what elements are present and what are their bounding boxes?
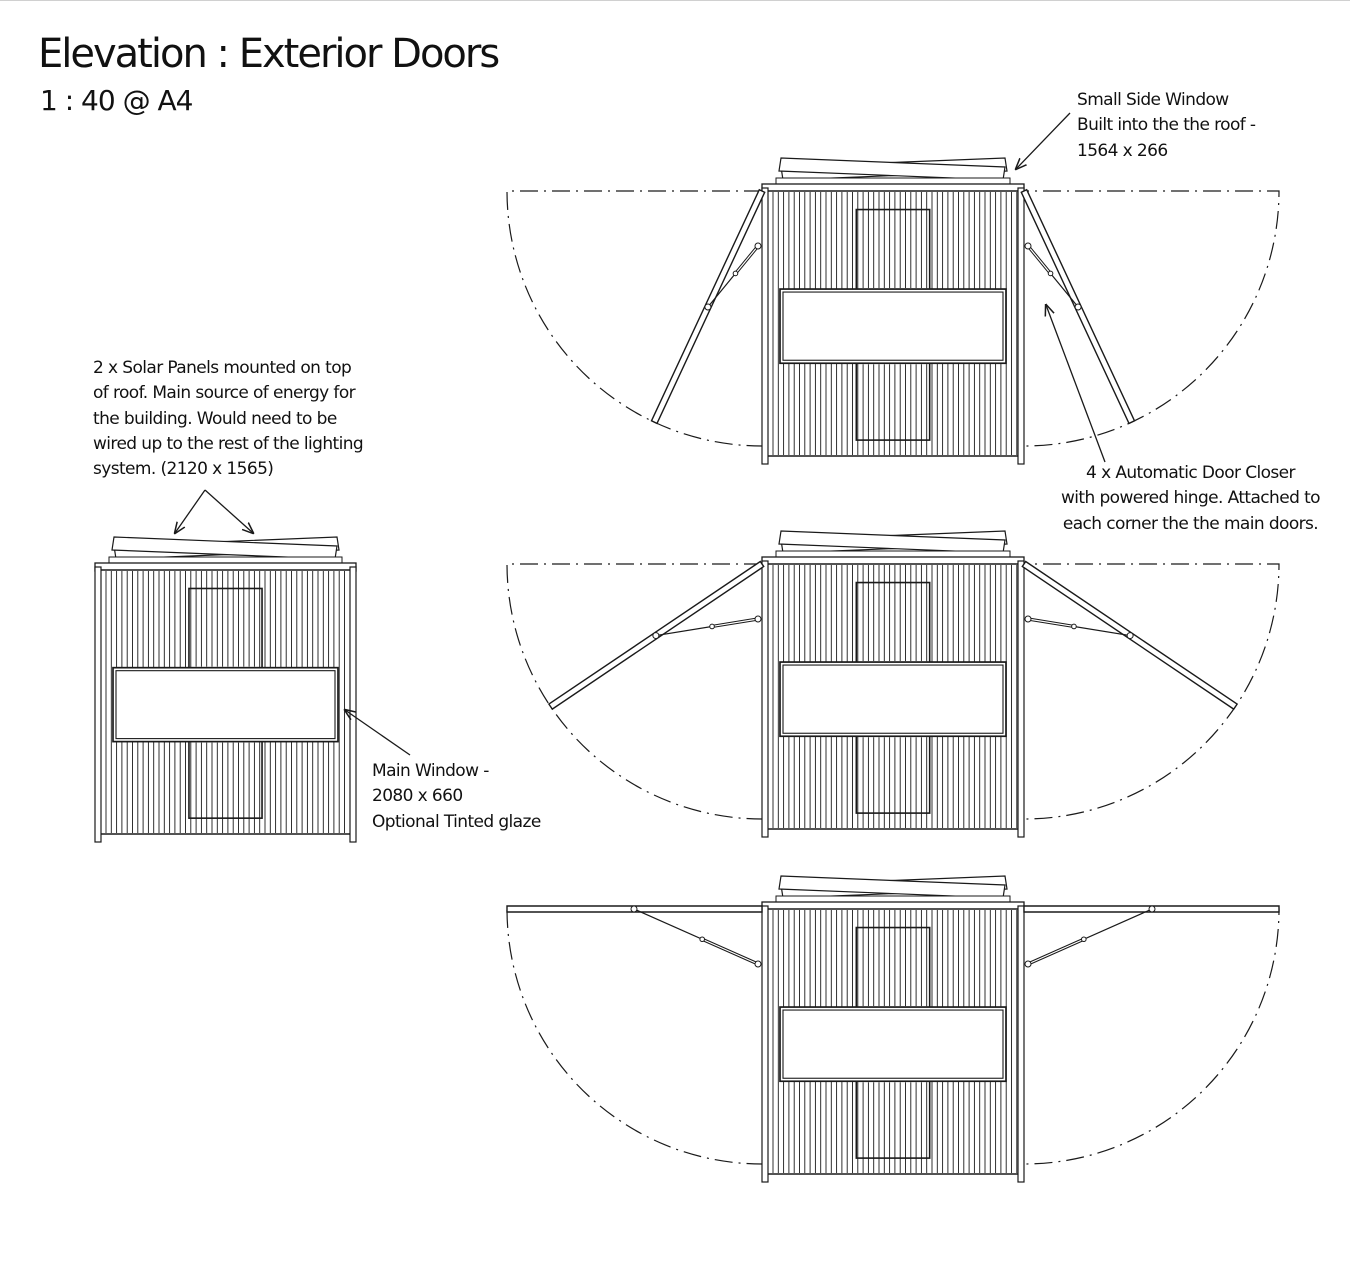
view-open-3 xyxy=(506,875,1280,1183)
note-line: Built into the the roof - xyxy=(1077,115,1256,136)
note-line: 4 x Automatic Door Closer xyxy=(1086,463,1295,483)
door-closer-cylinder-inner xyxy=(701,938,759,965)
note-line: 2080 x 660 xyxy=(372,786,463,807)
door-closer-cylinder-inner xyxy=(1027,618,1075,628)
drawing-scale: 1 : 40 @ A4 xyxy=(40,84,193,117)
hinge-pivot xyxy=(1024,960,1032,968)
door-closer-note: 4 x Automatic Door Closer with powered h… xyxy=(1061,461,1321,537)
panel-mount xyxy=(775,895,1011,903)
door-closer-cylinder-inner xyxy=(711,618,759,628)
hinge-pivot xyxy=(1047,270,1054,277)
corner-post xyxy=(349,566,357,843)
note-line: Optional Tinted glaze xyxy=(372,811,541,832)
hinge-pivot xyxy=(699,936,706,943)
corner-post xyxy=(1017,560,1025,838)
solar-panels-note: 2 x Solar Panels mounted on top of roof.… xyxy=(93,356,364,482)
main-window-note: Main Window - 2080 x 660 Optional Tinted… xyxy=(372,759,541,835)
note-line: system. (2120 x 1565) xyxy=(93,459,274,480)
small-side-window-note: Small Side Window Built into the the roo… xyxy=(1077,88,1256,164)
solar-panel-arrow-right xyxy=(204,489,253,533)
note-line: Small Side Window xyxy=(1077,90,1229,110)
drawing-title: Elevation : Exterior Doors xyxy=(38,31,500,77)
corner-post xyxy=(761,560,769,838)
main-window xyxy=(779,288,1007,365)
door-closer-cylinder-inner xyxy=(734,245,759,274)
door-closer-cylinder-inner xyxy=(1027,245,1052,274)
main-window-arrow xyxy=(345,710,411,756)
note-line: the building. Would need to be xyxy=(93,408,337,429)
main-window-glass xyxy=(782,1009,1004,1079)
main-window-glass xyxy=(782,664,1004,734)
corner-post xyxy=(1017,905,1025,1183)
elevation-views xyxy=(94,157,1280,1183)
view-closed xyxy=(94,536,357,843)
door-swing-arc xyxy=(506,190,1280,447)
hinge-pivot xyxy=(732,270,739,277)
note-line: each corner the the main doors. xyxy=(1062,513,1319,534)
hinge-pivot xyxy=(754,960,762,968)
solar-panel-arrow-left xyxy=(175,489,206,533)
panel-mount xyxy=(108,556,343,564)
note-line: 2 x Solar Panels mounted on top xyxy=(93,358,352,378)
small-side-window-arrow xyxy=(1016,112,1071,169)
corner-post xyxy=(1017,187,1025,465)
main-window-glass xyxy=(115,670,336,740)
view-open-1 xyxy=(506,157,1280,465)
hinge-pivot xyxy=(1074,303,1082,311)
hinge-pivot xyxy=(1071,623,1077,630)
hinge-pivot xyxy=(630,905,638,913)
door-closer-arrow xyxy=(1046,305,1106,463)
door-swing-arc xyxy=(506,563,1280,820)
corner-post xyxy=(761,905,769,1183)
note-line: 1564 x 266 xyxy=(1077,140,1168,161)
hinge-pivot xyxy=(709,623,715,630)
hinge-pivot xyxy=(754,615,762,623)
note-line: Main Window - xyxy=(372,761,489,781)
hinge-pivot xyxy=(704,303,712,311)
hinge-pivot xyxy=(1024,615,1032,623)
main-window xyxy=(779,661,1007,738)
note-line: of roof. Main source of energy for xyxy=(93,383,356,404)
top-border-line xyxy=(0,0,1350,1)
note-line: wired up to the rest of the lighting xyxy=(93,433,364,454)
view-open-2 xyxy=(506,530,1280,838)
panel-mount xyxy=(775,177,1011,185)
main-window xyxy=(112,666,339,743)
corner-post xyxy=(94,566,102,843)
door-closer-cylinder-inner xyxy=(1027,938,1085,965)
hinge-pivot xyxy=(1126,632,1134,640)
hinge-pivot xyxy=(1148,905,1156,913)
leader-arrows xyxy=(175,112,1106,756)
hinge-pivot xyxy=(754,242,762,250)
door-swing-arc xyxy=(506,908,1280,1165)
corner-post xyxy=(761,187,769,465)
panel-mount xyxy=(775,550,1011,558)
hinge-pivot xyxy=(1081,936,1087,943)
hinge-pivot xyxy=(652,632,660,640)
note-line: with powered hinge. Attached to xyxy=(1061,488,1321,509)
main-window-glass xyxy=(782,291,1004,361)
hinge-pivot xyxy=(1024,242,1032,250)
main-window xyxy=(779,1006,1007,1083)
